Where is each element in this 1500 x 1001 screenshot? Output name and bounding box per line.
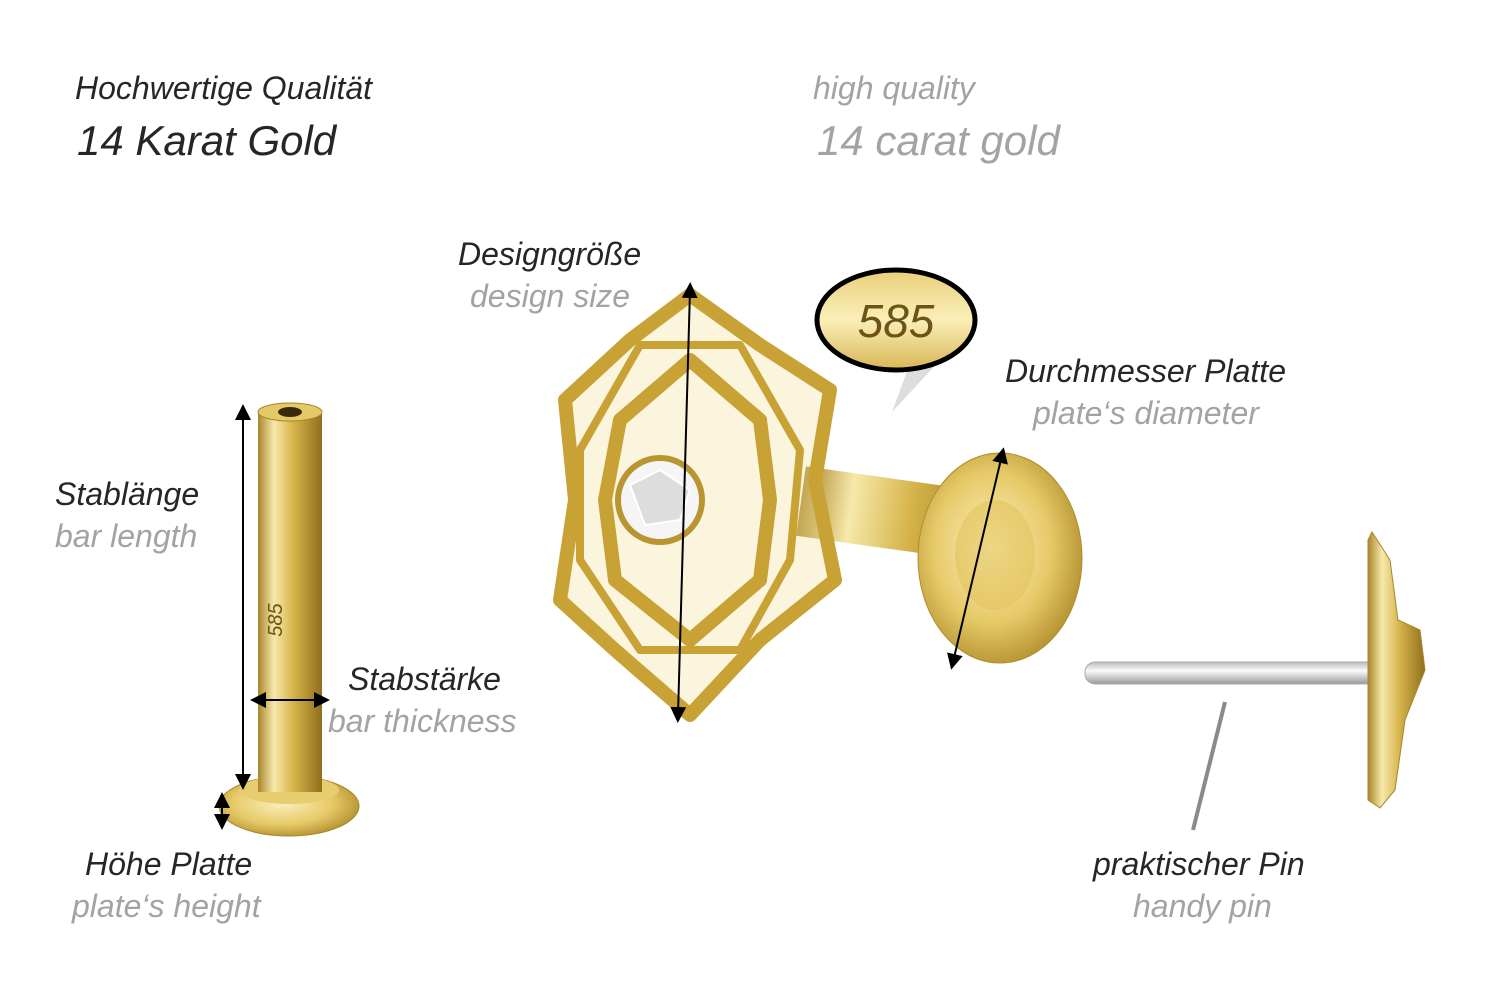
pin-pointer-line [1191,701,1227,831]
plate-diameter-arrow [947,447,1008,670]
hallmark-badge: 585 [814,267,978,412]
badge-text: 585 [858,295,935,347]
pin-side-view [1084,530,1426,809]
header-quality-de: Hochwertige Qualität [75,70,373,106]
labret-with-top [796,452,1083,664]
bar-thickness-label-de: Stabstärke [348,661,501,697]
bar-thickness-label-en: bar thickness [328,703,517,739]
labret-bar: 585 [218,402,360,837]
plate-diameter-label-de: Durchmesser Platte [1005,353,1286,389]
pin-label-de: praktischer Pin [1093,846,1305,882]
header-gold-en: 14 carat gold [817,117,1060,164]
plate-diameter-label-en: plate‘s diameter [1033,395,1259,431]
flower-top [553,288,842,722]
design-size-label-de: Designgröße [458,236,642,272]
plate-height-label-de: Höhe Platte [85,846,253,882]
plate-height-label-en: plate‘s height [72,888,261,924]
design-size-arrow [670,282,698,723]
bar-length-label-en: bar length [55,518,198,554]
pin-label-en: handy pin [1133,888,1272,924]
header-quality-en: high quality [813,70,975,106]
bar-stamp: 585 [265,602,287,636]
header-gold-de: 14 Karat Gold [77,117,337,164]
bar-length-label-de: Stablänge [55,476,200,512]
design-size-label-en: design size [470,278,631,314]
